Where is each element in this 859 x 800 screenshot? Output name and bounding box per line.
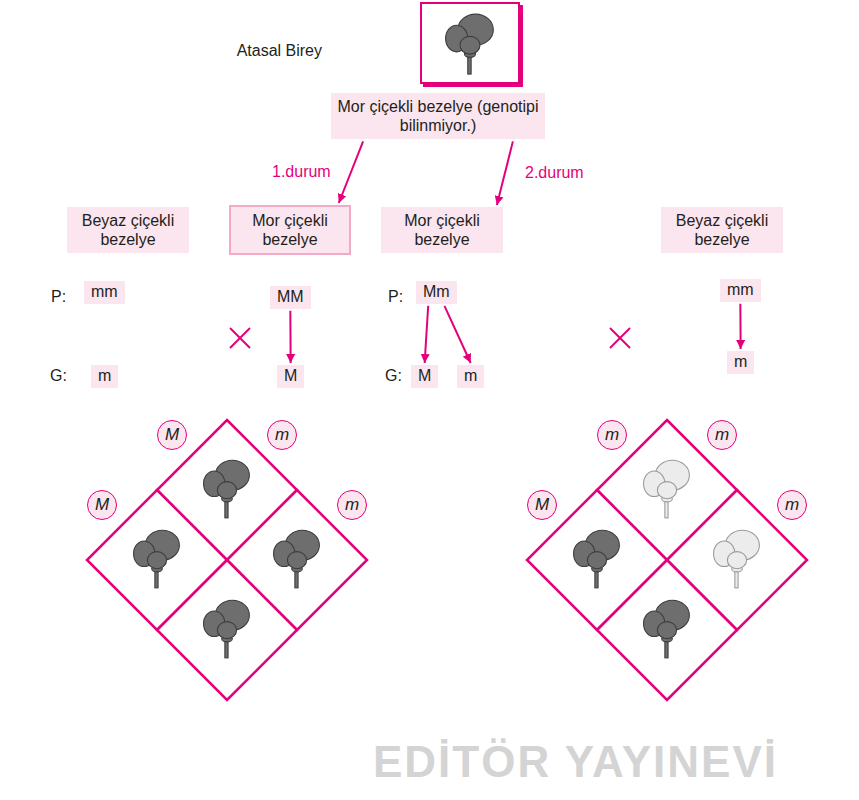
- allele-box: Mm: [416, 281, 457, 304]
- node-text: MM: [277, 287, 304, 308]
- allele-circle: m: [267, 420, 297, 450]
- node-text: M: [95, 495, 109, 515]
- node-text: Mor çiçekli bezelye: [387, 211, 497, 249]
- allele-box: MM: [270, 286, 311, 309]
- arrow-connector: [425, 306, 429, 363]
- node-text: m: [715, 425, 729, 445]
- node-text: mm: [727, 280, 754, 301]
- node-text: m: [98, 366, 111, 387]
- allele-box: M: [277, 365, 304, 388]
- allele-box: m: [727, 351, 754, 374]
- node-text: M: [284, 366, 297, 387]
- edge-label: 1.durum: [270, 163, 333, 181]
- row-label: G:: [385, 367, 402, 385]
- allele-circle: m: [337, 490, 367, 520]
- caption-box: Mor çiçekli bezelye (genotipi bilinmiyor…: [331, 93, 545, 139]
- node-text: mm: [91, 282, 118, 303]
- allele-circle: M: [527, 490, 557, 520]
- node-text: m: [275, 425, 289, 445]
- allele-box: m: [457, 365, 484, 388]
- allele-box: M: [411, 365, 438, 388]
- ancestor-flower-box: Atasal Birey: [420, 2, 520, 84]
- edge-label: 2.durum: [523, 164, 586, 182]
- node-text: m: [464, 366, 477, 387]
- phenotype-box: Beyaz çiçekli bezelye: [661, 207, 783, 253]
- node-text: Mm: [423, 282, 450, 303]
- node-text: m: [785, 495, 799, 515]
- arrow-connector: [739, 304, 741, 349]
- node-text: Mor çiçekli bezelye: [237, 211, 343, 249]
- phenotype-box: Mor çiçekli bezelye: [229, 205, 351, 255]
- flower-picture: [422, 4, 518, 82]
- arrow-connector: [444, 306, 470, 363]
- row-label: P:: [388, 288, 403, 306]
- punnett-left: [87, 420, 367, 700]
- node-text: m: [605, 425, 619, 445]
- node-text: M: [535, 495, 549, 515]
- allele-box: m: [91, 365, 118, 388]
- arrow-connector: [339, 141, 363, 203]
- allele-box: mm: [720, 279, 761, 302]
- node-text: M: [418, 366, 431, 387]
- node-text: Mor çiçekli bezelye (genotipi bilinmiyor…: [337, 97, 539, 135]
- arrow-connector: [497, 141, 513, 205]
- phenotype-box: Beyaz çiçekli bezelye: [67, 207, 189, 253]
- phenotype-box: Mor çiçekli bezelye: [381, 207, 503, 253]
- node-text: Beyaz çiçekli bezelye: [667, 211, 777, 249]
- allele-circle: m: [597, 420, 627, 450]
- allele-circle: m: [777, 490, 807, 520]
- node-text: m: [734, 352, 747, 373]
- arrow-connector: [289, 311, 291, 363]
- node-text: m: [345, 495, 359, 515]
- allele-circle: m: [707, 420, 737, 450]
- allele-box: mm: [84, 281, 125, 304]
- punnett-right: [527, 420, 807, 700]
- row-label: G:: [50, 367, 67, 385]
- row-label: P:: [51, 288, 66, 306]
- node-text: M: [165, 425, 179, 445]
- node-text: Beyaz çiçekli bezelye: [73, 211, 183, 249]
- allele-circle: M: [157, 420, 187, 450]
- allele-circle: M: [87, 490, 117, 520]
- ancestor-label: Atasal Birey: [237, 42, 322, 60]
- watermark: EDİTÖR YAYINEVİ: [373, 737, 778, 787]
